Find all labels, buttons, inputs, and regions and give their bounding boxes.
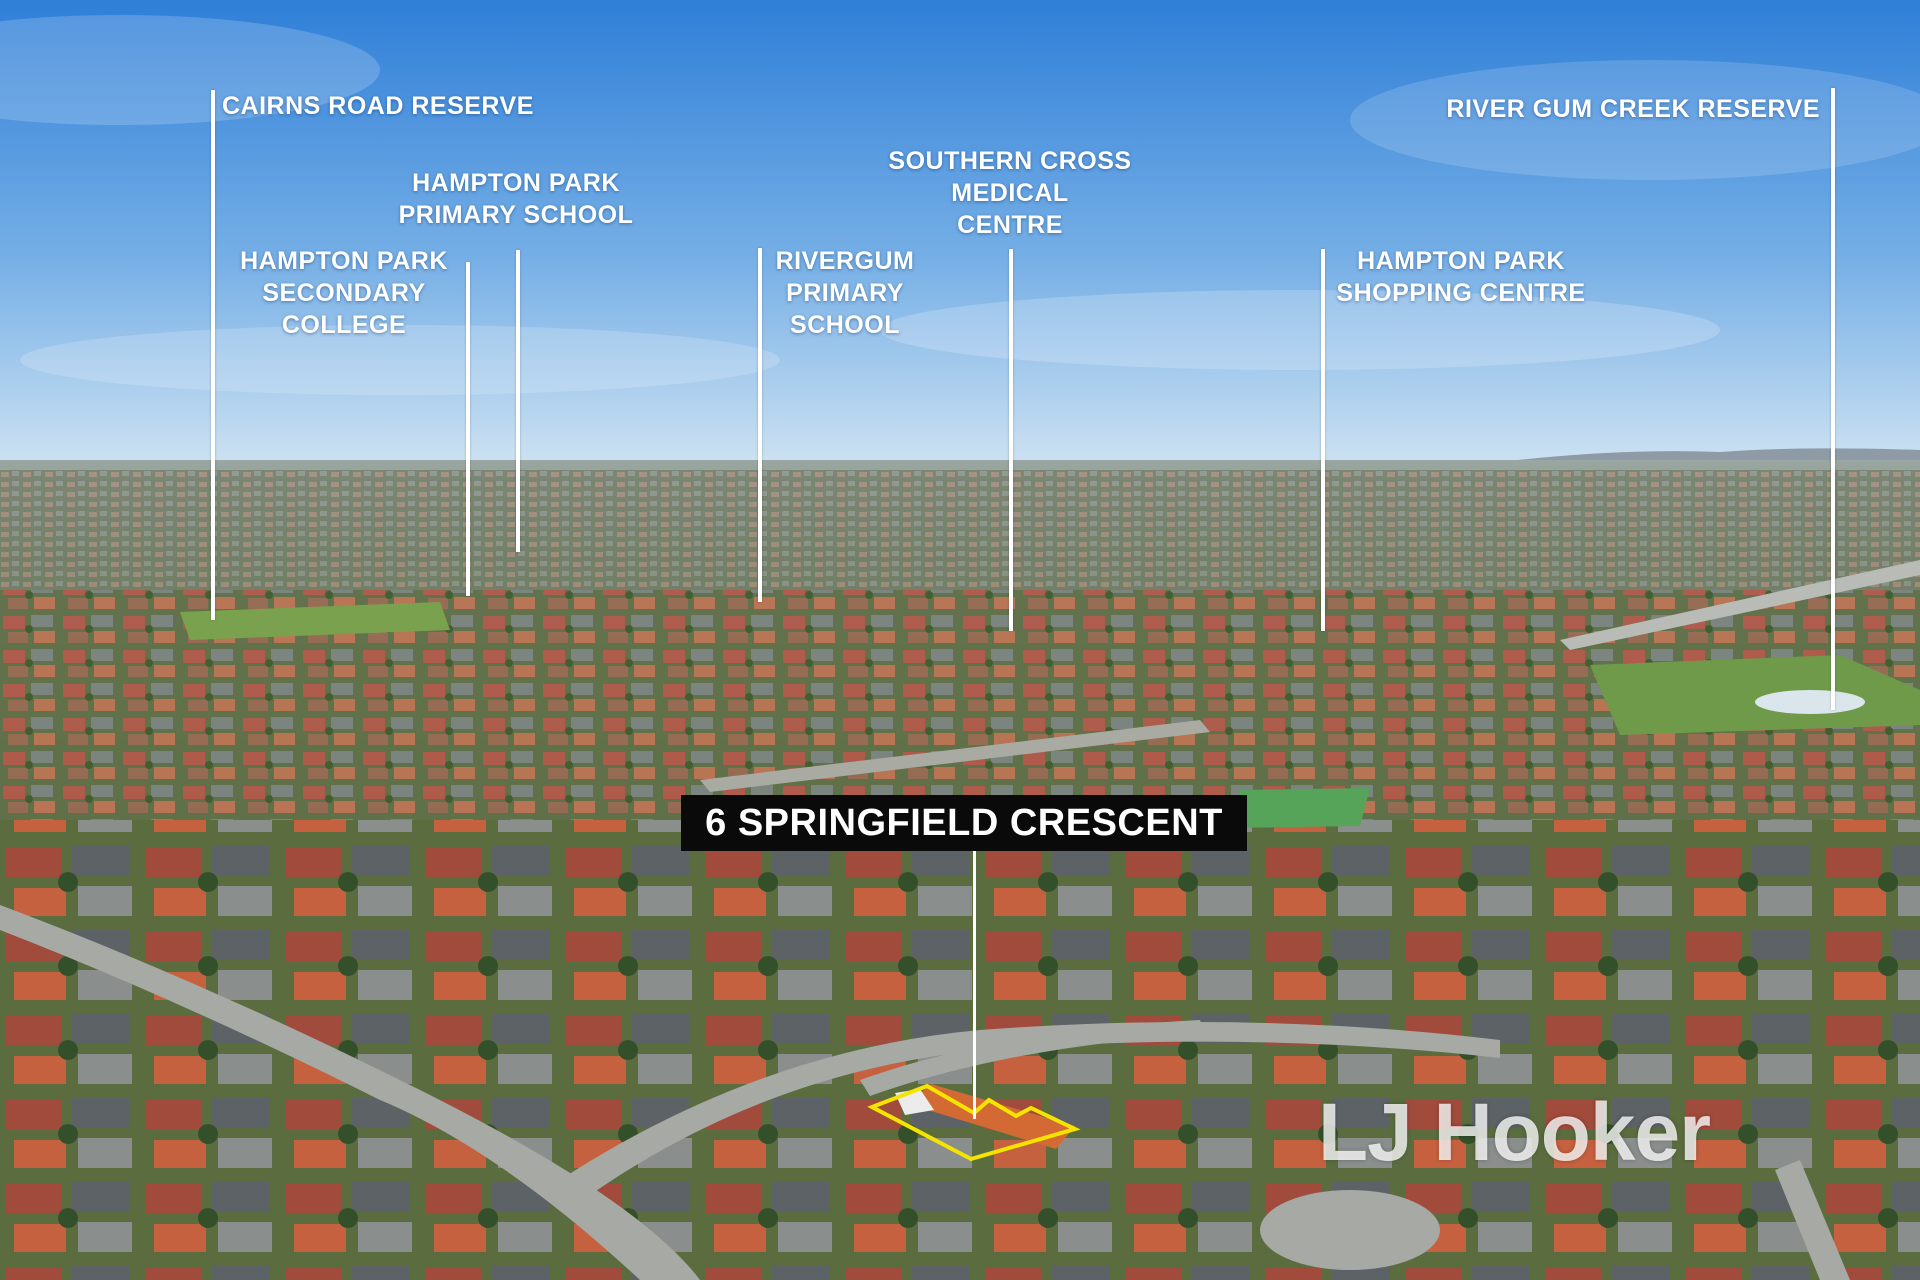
poi-label-river-gum-creek-reserve: RIVER GUM CREEK RESERVE: [1446, 95, 1820, 123]
poi-label-hampton-park-secondary-college: HAMPTON PARK SECONDARY COLLEGE: [240, 247, 448, 339]
poi-line-southern-cross-medical-centre: [1009, 249, 1013, 631]
poi-label-hampton-park-primary-school: HAMPTON PARK PRIMARY SCHOOL: [398, 169, 634, 229]
poi-line-rivergum-primary-school: [758, 248, 762, 602]
poi-line-hampton-park-secondary-college: [466, 262, 470, 596]
poi-label-southern-cross-medical-centre: SOUTHERN CROSS MEDICAL CENTRE: [888, 147, 1132, 239]
poi-label-hampton-park-shopping-centre: HAMPTON PARK SHOPPING CENTRE: [1336, 247, 1586, 307]
poi-line-hampton-park-shopping-centre: [1321, 249, 1325, 631]
agency-watermark-logo: LJ Hooker: [1318, 1087, 1711, 1178]
poi-label-rivergum-primary-school: RIVERGUM PRIMARY SCHOOL: [775, 247, 915, 339]
poi-line-river-gum-creek-reserve: [1831, 88, 1835, 710]
property-boundary-outline: [867, 1083, 1081, 1162]
property-address-tag: 6 SPRINGFIELD CRESCENT: [681, 795, 1247, 851]
property-pointer-line: [973, 851, 976, 1119]
poi-label-cairns-road-reserve: CAIRNS ROAD RESERVE: [222, 92, 534, 120]
poi-line-cairns-road-reserve: [211, 90, 215, 620]
poi-line-hampton-park-primary-school: [516, 250, 520, 552]
